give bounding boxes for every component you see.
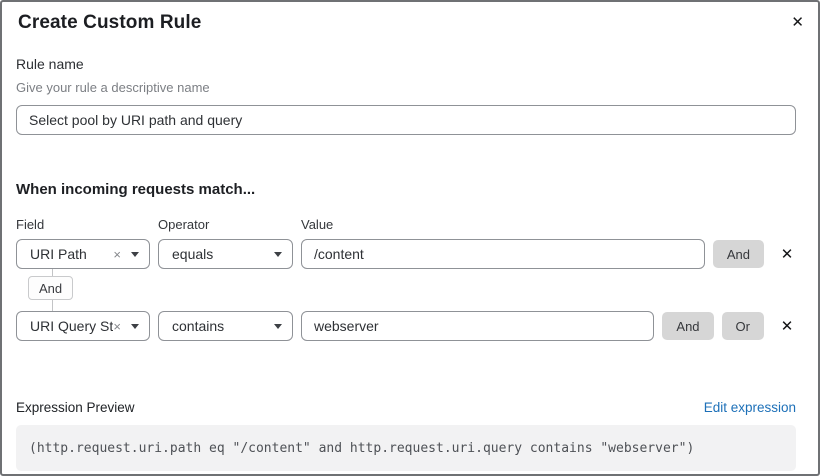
expression-preview-header: Expression Preview Edit expression	[16, 400, 796, 415]
field-select-value: URI Query St...	[30, 318, 114, 334]
expression-preview-label: Expression Preview	[16, 400, 135, 415]
operator-select[interactable]: contains	[158, 311, 293, 341]
operator-column-label: Operator	[158, 217, 210, 232]
operator-select[interactable]: equals	[158, 239, 293, 269]
chevron-down-icon[interactable]	[274, 251, 282, 257]
field-select[interactable]: URI Path ×	[16, 239, 150, 269]
field-column-label: Field	[16, 217, 45, 232]
add-and-condition-button[interactable]: And	[662, 312, 714, 340]
dialog-header: Create Custom Rule ✕	[2, 2, 818, 34]
chevron-down-icon[interactable]	[131, 323, 139, 329]
expression-code-block: (http.request.uri.path eq "/content" and…	[16, 425, 796, 471]
chevron-down-icon[interactable]	[274, 323, 282, 329]
operator-select-value: equals	[172, 246, 214, 262]
clear-selection-icon[interactable]: ×	[113, 318, 121, 334]
close-icon[interactable]: ✕	[791, 14, 804, 31]
dialog-title: Create Custom Rule	[18, 12, 202, 33]
rule-name-input[interactable]	[16, 105, 796, 135]
edit-expression-link[interactable]: Edit expression	[703, 400, 796, 415]
field-select[interactable]: URI Query St... ×	[16, 311, 150, 341]
rule-name-label: Rule name	[16, 56, 84, 72]
connector-and-badge[interactable]: And	[28, 276, 74, 300]
remove-condition-icon[interactable]: ✕	[780, 245, 794, 263]
chevron-down-icon[interactable]	[131, 251, 139, 257]
field-select-value: URI Path	[30, 246, 87, 262]
value-column-label: Value	[301, 217, 334, 232]
value-input[interactable]	[301, 239, 705, 269]
clear-selection-icon[interactable]: ×	[113, 246, 121, 262]
connector-line-bottom	[52, 300, 53, 311]
condition-column-labels: Field Operator Value	[16, 217, 796, 232]
connector-line-top	[52, 269, 53, 276]
condition-connector: And	[16, 269, 796, 311]
operator-select-value: contains	[172, 318, 225, 334]
value-input[interactable]	[301, 311, 655, 341]
dialog-content: Rule name Give your rule a descriptive n…	[2, 56, 818, 471]
remove-condition-icon[interactable]: ✕	[780, 317, 794, 335]
add-and-condition-button[interactable]: And	[712, 240, 764, 268]
condition-row-1: URI Path × equals And ✕	[16, 239, 796, 269]
condition-row-2: URI Query St... × contains And Or ✕	[16, 311, 796, 341]
add-or-condition-button[interactable]: Or	[721, 312, 764, 340]
match-heading: When incoming requests match...	[16, 181, 256, 198]
rule-name-hint: Give your rule a descriptive name	[16, 80, 210, 95]
